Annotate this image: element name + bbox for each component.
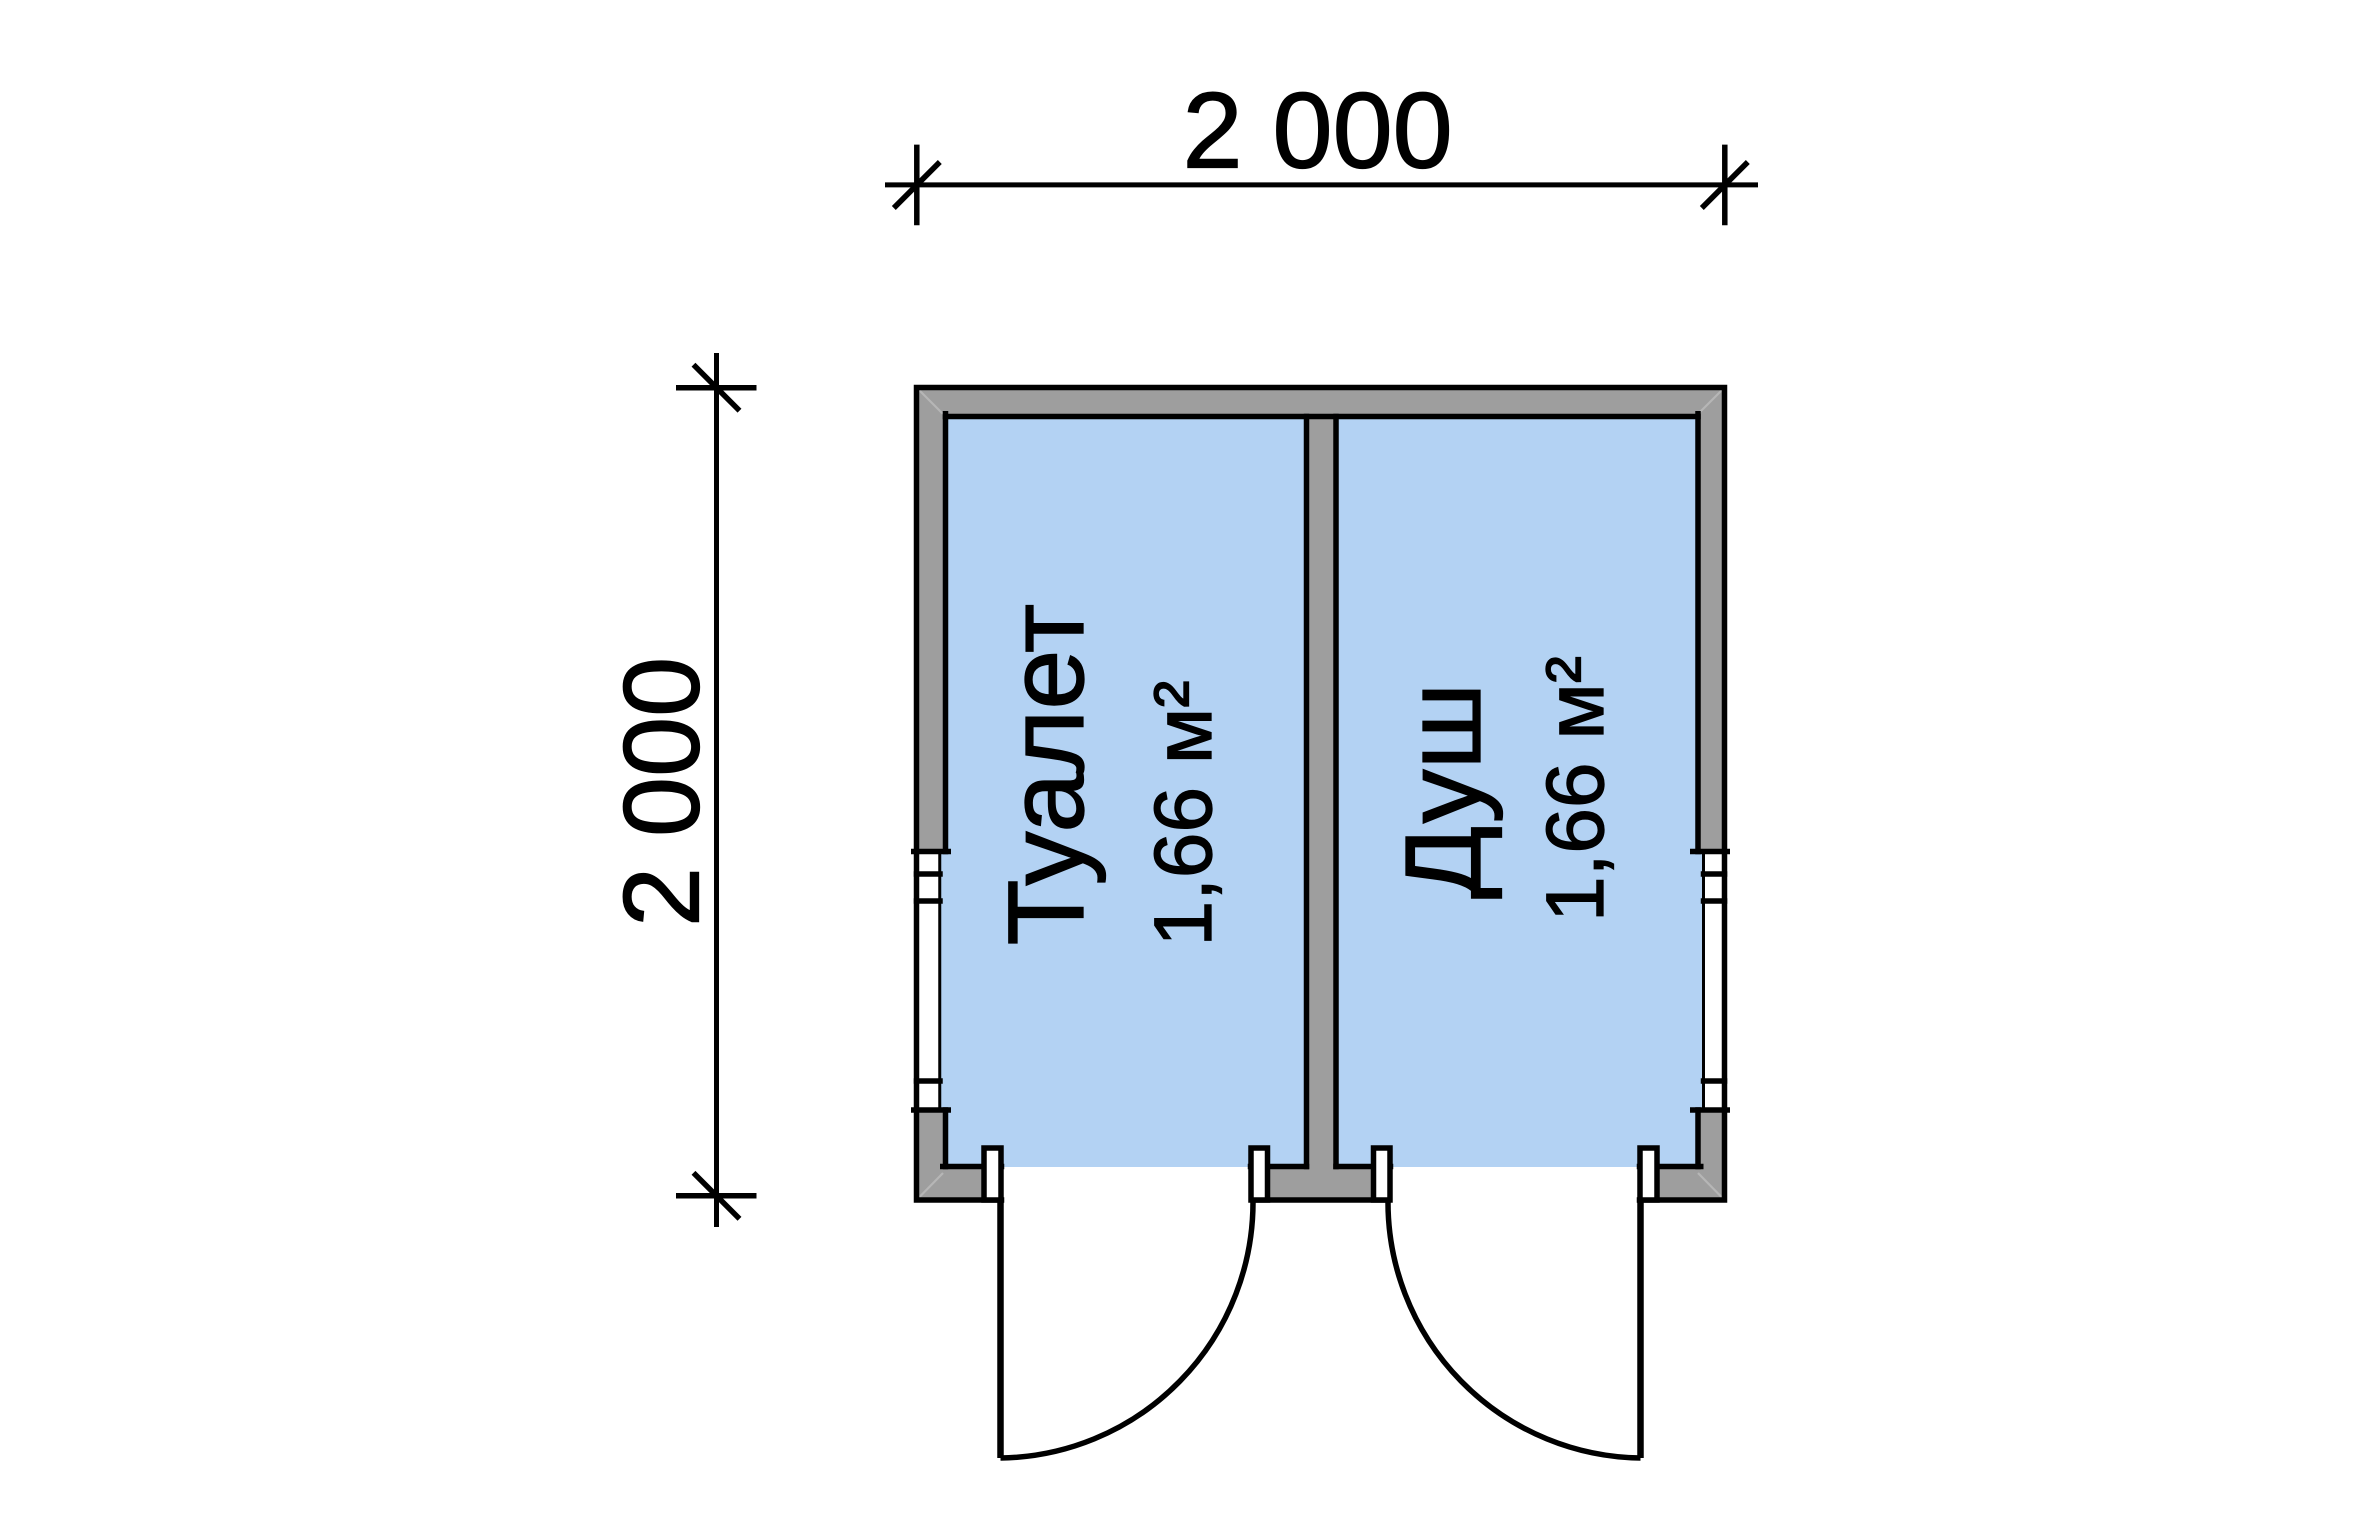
svg-text:1,66 м²: 1,66 м² [1138,680,1229,946]
svg-text:Душ: Душ [1382,683,1503,899]
svg-text:Туалет: Туалет [985,604,1106,946]
svg-text:2 000: 2 000 [1182,70,1452,191]
svg-text:2 000: 2 000 [601,657,722,927]
svg-text:1,66 м²: 1,66 м² [1530,656,1621,922]
